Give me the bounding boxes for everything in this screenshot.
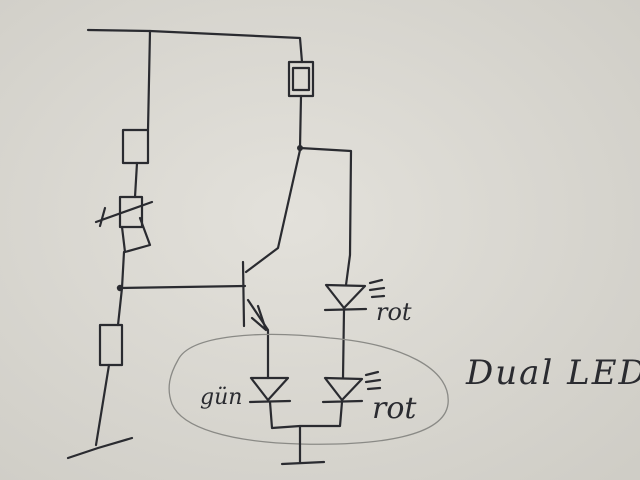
label-red-lower: rot [372,391,417,426]
title-label: Dual LED [465,353,640,393]
transistor-base-bar [241,260,246,328]
resistor-right-inner [291,66,311,92]
ground-bottom-icon [280,460,326,466]
right-branch-wire [298,146,353,287]
led-red-upper [323,283,368,312]
label-green: gün [200,385,242,410]
right-wire-top [298,94,303,150]
left-wire-mid [133,161,139,199]
transistor-emitter [246,298,270,380]
light-rays-upper-icon [368,278,386,299]
base-wire [118,284,247,290]
light-rays-lower-icon [364,370,382,391]
label-red-upper: rot [376,298,412,326]
resistor-bottom [98,323,124,367]
pencil-ellipse [168,333,449,445]
common-cathode-wire [268,400,344,464]
transistor-collector [244,148,302,274]
potentiometer [118,195,144,229]
resistor-top [121,128,150,165]
left-wire-ground [94,363,111,447]
ground-left-icon [66,436,134,460]
supply-rail [86,28,304,64]
potentiometer-arrow [94,200,154,254]
right-wire-lower [341,308,346,380]
left-wire-upper [146,29,152,132]
transistor-emitter-arrow [250,304,268,332]
